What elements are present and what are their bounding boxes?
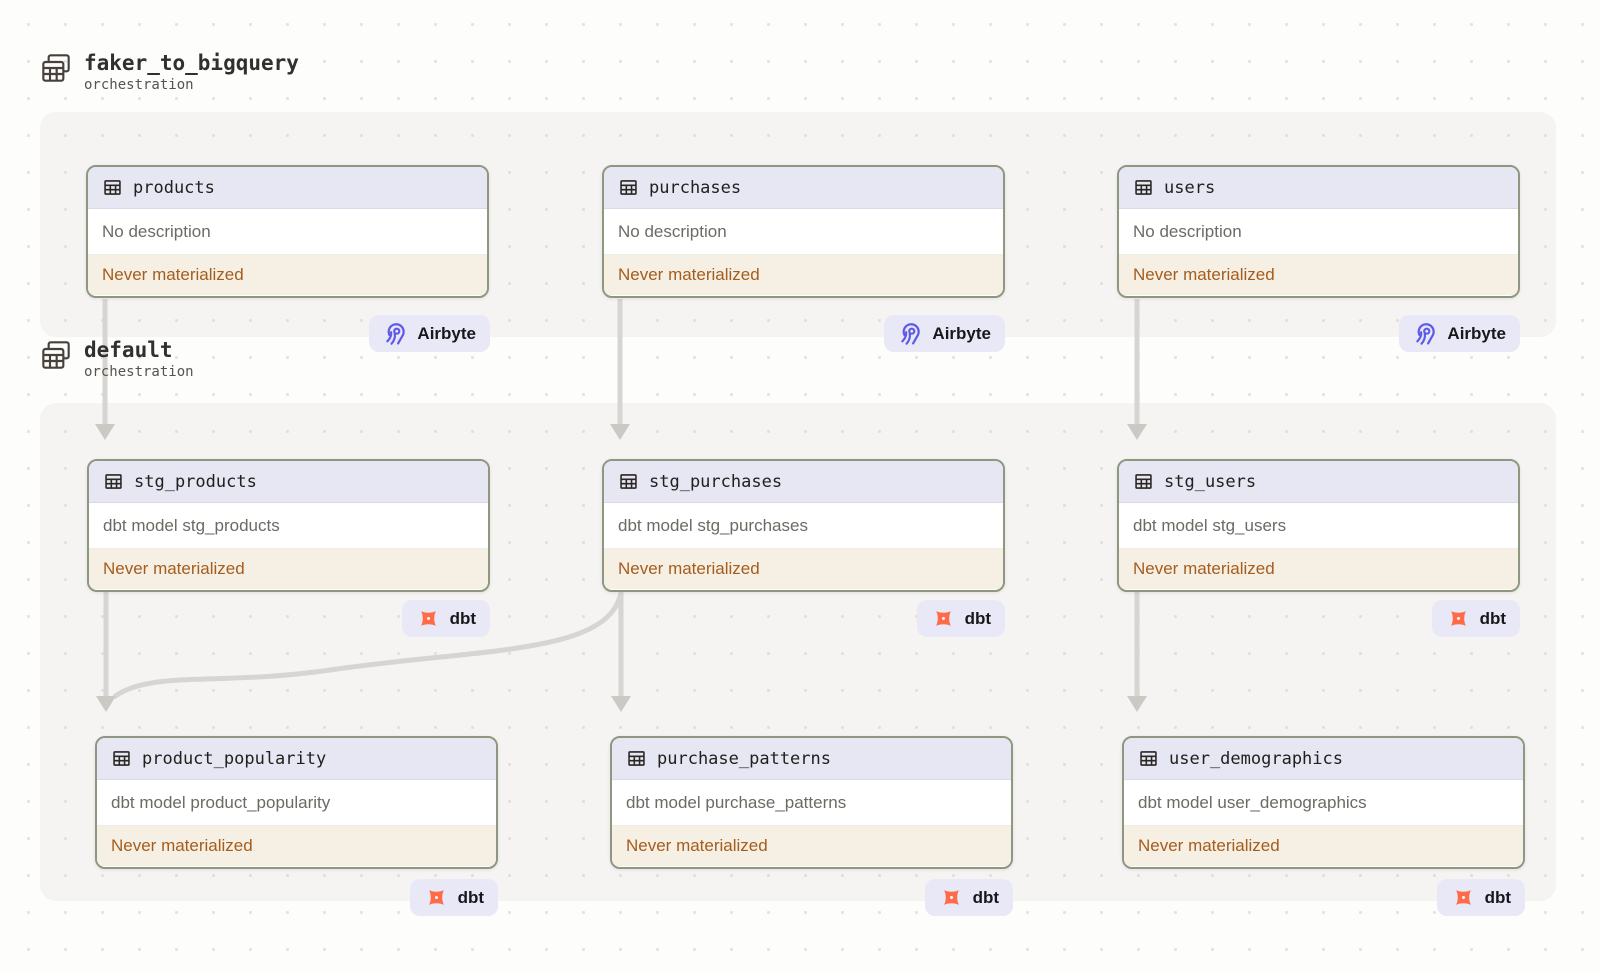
asset-status: Never materialized: [1119, 549, 1518, 589]
asset-card-header: stg_users: [1119, 461, 1518, 503]
asset-status: Never materialized: [604, 549, 1003, 589]
group-header-faker-to-bigquery[interactable]: faker_to_bigquery orchestration: [40, 50, 299, 94]
asset-card-stg-users[interactable]: stg_users dbt model stg_users Never mate…: [1117, 459, 1520, 592]
asset-name: purchase_patterns: [657, 748, 831, 769]
asset-description: dbt model purchase_patterns: [612, 780, 1011, 826]
asset-card-purchases[interactable]: purchases No description Never materiali…: [602, 165, 1005, 298]
table-icon: [626, 748, 647, 769]
kind-badge-label: dbt: [457, 887, 484, 907]
kind-badge-dbt: dbt: [1436, 879, 1525, 916]
asset-description: dbt model product_popularity: [97, 780, 496, 826]
table-icon: [103, 471, 124, 492]
asset-status: Never materialized: [89, 549, 488, 589]
airbyte-icon: [1413, 321, 1438, 346]
table-icon: [111, 748, 132, 769]
asset-description: dbt model stg_products: [89, 503, 488, 549]
dbt-icon: [939, 885, 964, 910]
kind-badge-dbt: dbt: [401, 600, 490, 637]
asset-card-header: products: [88, 167, 487, 209]
asset-card-header: purchase_patterns: [612, 738, 1011, 780]
kind-badge-label: dbt: [449, 608, 476, 628]
group-header-default[interactable]: default orchestration: [40, 337, 194, 381]
group-name: faker_to_bigquery: [84, 51, 299, 75]
table-icon: [618, 471, 639, 492]
asset-card-users[interactable]: users No description Never materialized: [1117, 165, 1520, 298]
asset-card-header: user_demographics: [1124, 738, 1523, 780]
kind-badge-airbyte: Airbyte: [1399, 315, 1520, 352]
kind-badge-dbt: dbt: [924, 879, 1013, 916]
asset-name: stg_products: [134, 471, 257, 492]
dbt-icon: [416, 606, 441, 631]
asset-card-product-popularity[interactable]: product_popularity dbt model product_pop…: [95, 736, 498, 869]
kind-badge-label: dbt: [964, 608, 991, 628]
kind-badge-dbt: dbt: [409, 879, 498, 916]
asset-card-header: purchases: [604, 167, 1003, 209]
kind-badge-label: dbt: [1479, 608, 1506, 628]
asset-name: users: [1164, 177, 1216, 198]
airbyte-icon: [898, 321, 923, 346]
asset-status: Never materialized: [1119, 255, 1518, 295]
asset-description: No description: [88, 209, 487, 255]
asset-name: product_popularity: [142, 748, 327, 769]
asset-card-stg-products[interactable]: stg_products dbt model stg_products Neve…: [87, 459, 490, 592]
asset-name: products: [133, 177, 215, 198]
asset-status: Never materialized: [88, 255, 487, 295]
table-icon: [1138, 748, 1159, 769]
kind-badge-label: dbt: [1484, 887, 1511, 907]
asset-card-user-demographics[interactable]: user_demographics dbt model user_demogra…: [1122, 736, 1525, 869]
asset-description: No description: [604, 209, 1003, 255]
asset-name: stg_users: [1164, 471, 1257, 492]
asset-description: dbt model user_demographics: [1124, 780, 1523, 826]
group-kind: orchestration: [84, 364, 194, 380]
kind-badge-dbt: dbt: [1431, 600, 1520, 637]
asset-status: Never materialized: [97, 826, 496, 866]
asset-name: purchases: [649, 177, 742, 198]
dbt-icon: [1446, 606, 1471, 631]
asset-status: Never materialized: [604, 255, 1003, 295]
asset-card-header: stg_products: [89, 461, 488, 503]
asset-card-header: product_popularity: [97, 738, 496, 780]
table-icon: [618, 177, 639, 198]
group-kind: orchestration: [84, 77, 194, 93]
table-icon: [1133, 177, 1154, 198]
asset-group-icon: [40, 52, 72, 84]
asset-status: Never materialized: [612, 826, 1011, 866]
kind-badge-dbt: dbt: [916, 600, 1005, 637]
asset-description: dbt model stg_purchases: [604, 503, 1003, 549]
dbt-icon: [931, 606, 956, 631]
asset-description: No description: [1119, 209, 1518, 255]
kind-badge-label: dbt: [972, 887, 999, 907]
kind-badge-label: Airbyte: [932, 323, 991, 343]
asset-card-stg-purchases[interactable]: stg_purchases dbt model stg_purchases Ne…: [602, 459, 1005, 592]
asset-card-products[interactable]: products No description Never materializ…: [86, 165, 489, 298]
asset-description: dbt model stg_users: [1119, 503, 1518, 549]
group-name: default: [84, 338, 173, 362]
asset-card-header: stg_purchases: [604, 461, 1003, 503]
kind-badge-label: Airbyte: [417, 323, 476, 343]
dbt-icon: [1451, 885, 1476, 910]
kind-badge-airbyte: Airbyte: [884, 315, 1005, 352]
asset-group-icon: [40, 339, 72, 371]
asset-name: user_demographics: [1169, 748, 1343, 769]
kind-badge-airbyte: Airbyte: [369, 315, 490, 352]
table-icon: [102, 177, 123, 198]
dbt-icon: [424, 885, 449, 910]
asset-status: Never materialized: [1124, 826, 1523, 866]
table-icon: [1133, 471, 1154, 492]
airbyte-icon: [383, 321, 408, 346]
kind-badge-label: Airbyte: [1447, 323, 1506, 343]
asset-name: stg_purchases: [649, 471, 783, 492]
asset-card-purchase-patterns[interactable]: purchase_patterns dbt model purchase_pat…: [610, 736, 1013, 869]
asset-card-header: users: [1119, 167, 1518, 209]
